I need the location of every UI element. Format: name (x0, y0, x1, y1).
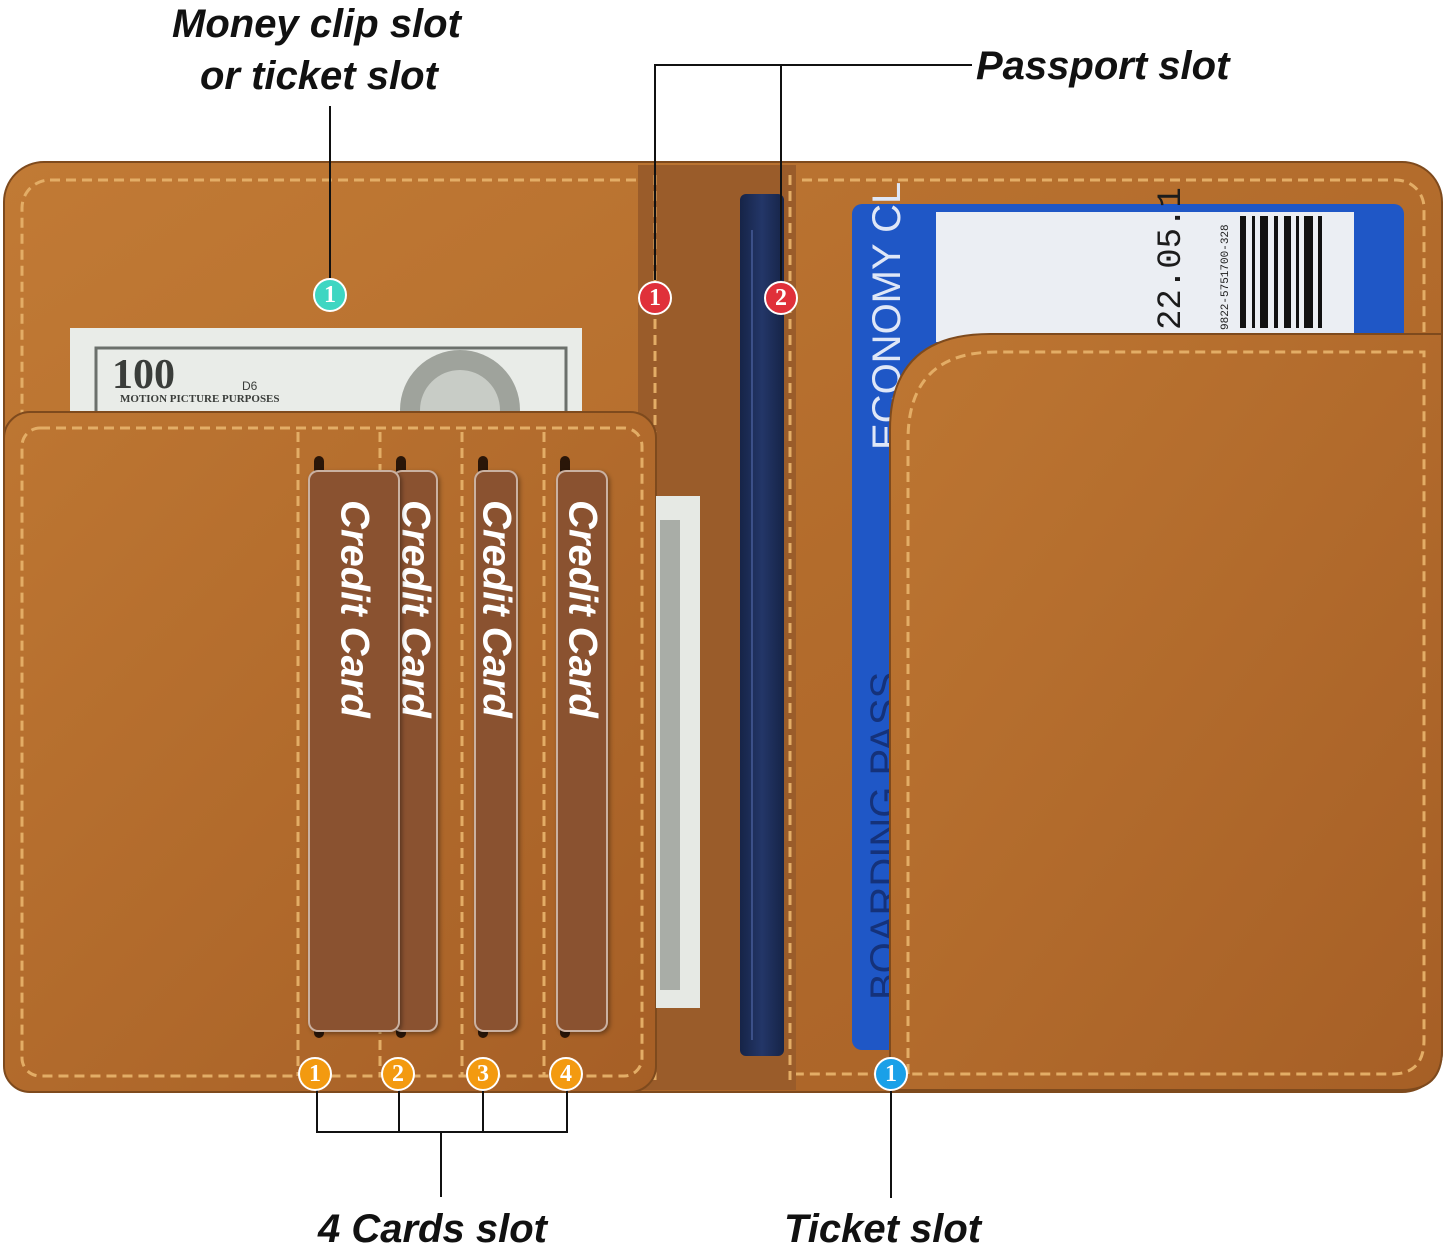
cards-callout-line-2 (398, 1090, 400, 1132)
passport-callout-top-line (654, 64, 972, 66)
cards-label: 4 Cards slot (318, 1207, 547, 1251)
banknote-denomination: 100 (112, 352, 175, 398)
credit-card-4-label: Credit Card (560, 500, 605, 718)
badge-passport-1: 1 (638, 281, 672, 315)
passport-label: Passport slot (976, 44, 1230, 88)
badge-card-2: 2 (381, 1057, 415, 1091)
badge-card-1: 1 (298, 1057, 332, 1091)
cards-callout-stem (440, 1131, 442, 1197)
badge-card-4: 4 (549, 1057, 583, 1091)
cards-callout-line-3 (482, 1090, 484, 1132)
money-clip-label-line1: Money clip slot (172, 2, 461, 46)
right-pocket (889, 333, 1443, 1091)
credit-card-1[interactable]: Credit Card (308, 470, 400, 1032)
ticket-callout-line (890, 1090, 892, 1198)
passport (740, 194, 784, 1056)
credit-card-4[interactable]: Credit Card (556, 470, 608, 1032)
badge-money-clip: 1 (313, 278, 347, 312)
passport-callout-line-1 (654, 64, 656, 280)
cards-callout-line-1 (316, 1090, 318, 1132)
banknote-caption: MOTION PICTURE PURPOSES (120, 393, 280, 405)
ticket-label: Ticket slot (784, 1207, 982, 1251)
boarding-pass-date: 22.05.1 (1153, 187, 1191, 330)
badge-passport-2: 2 (764, 281, 798, 315)
cards-callout-bar (316, 1131, 568, 1133)
boarding-pass-digits: 9822-5751700-328 (1220, 224, 1232, 330)
money-clip-callout-line (329, 106, 331, 278)
money-clip-label-line2: or ticket slot (200, 54, 438, 98)
credit-card-1-label: Credit Card (332, 500, 377, 718)
credit-card-3-label: Credit Card (474, 500, 519, 718)
cards-callout-line-4 (566, 1090, 568, 1132)
banknote-series: D6 (242, 379, 258, 393)
badge-card-3: 3 (466, 1057, 500, 1091)
credit-card-3[interactable]: Credit Card (474, 470, 518, 1032)
badge-ticket: 1 (874, 1057, 908, 1091)
passport-callout-line-2 (780, 64, 782, 280)
